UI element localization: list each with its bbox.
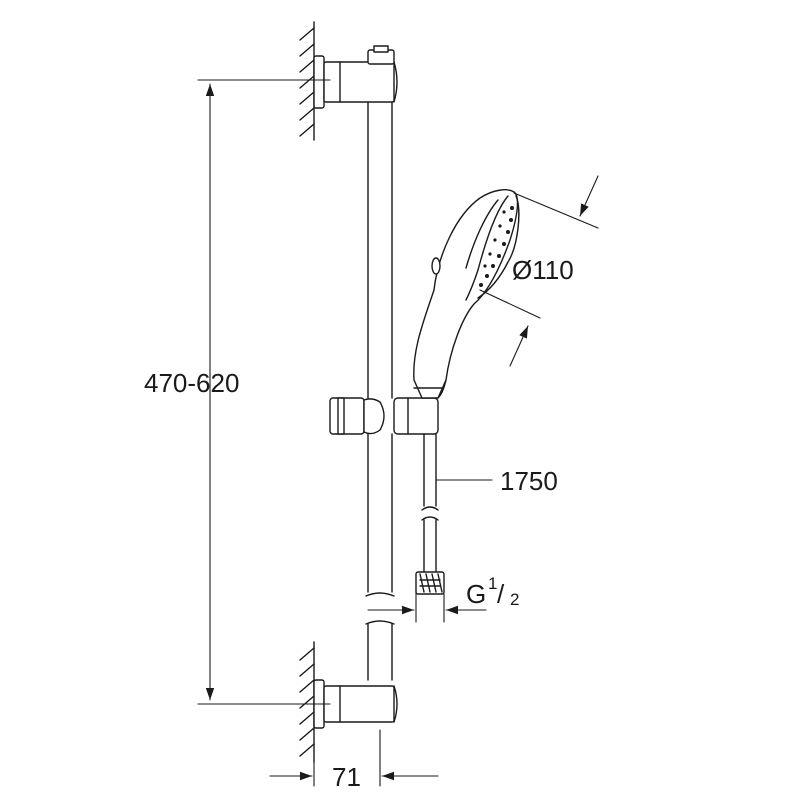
top-wall-bracket <box>313 45 398 109</box>
hand-shower <box>413 189 520 399</box>
head-diameter-label: Ø110 <box>512 255 574 285</box>
wall-top <box>299 21 315 141</box>
hose-length-label: 1750 <box>500 466 558 496</box>
shower-rail <box>365 101 395 681</box>
dimension-wall-distance <box>269 729 439 787</box>
thread-label-denominator: 2 <box>510 590 519 609</box>
nozzles <box>479 206 514 287</box>
thread-label-main: G <box>466 579 486 609</box>
sliding-holder <box>329 397 439 435</box>
dimension-thread <box>367 589 487 623</box>
dimension-head-diameter <box>479 175 599 367</box>
thread-label-slash: / <box>497 579 505 609</box>
wall-bottom <box>299 641 315 763</box>
dimension-rail-length <box>197 79 331 705</box>
shower-hose <box>415 433 445 595</box>
thread-label-numerator: 1 <box>488 574 497 593</box>
thread-label: G 1 / 2 <box>466 574 519 609</box>
rail-length-label: 470-620 <box>144 368 239 398</box>
wall-distance-label: 71 <box>332 762 361 792</box>
